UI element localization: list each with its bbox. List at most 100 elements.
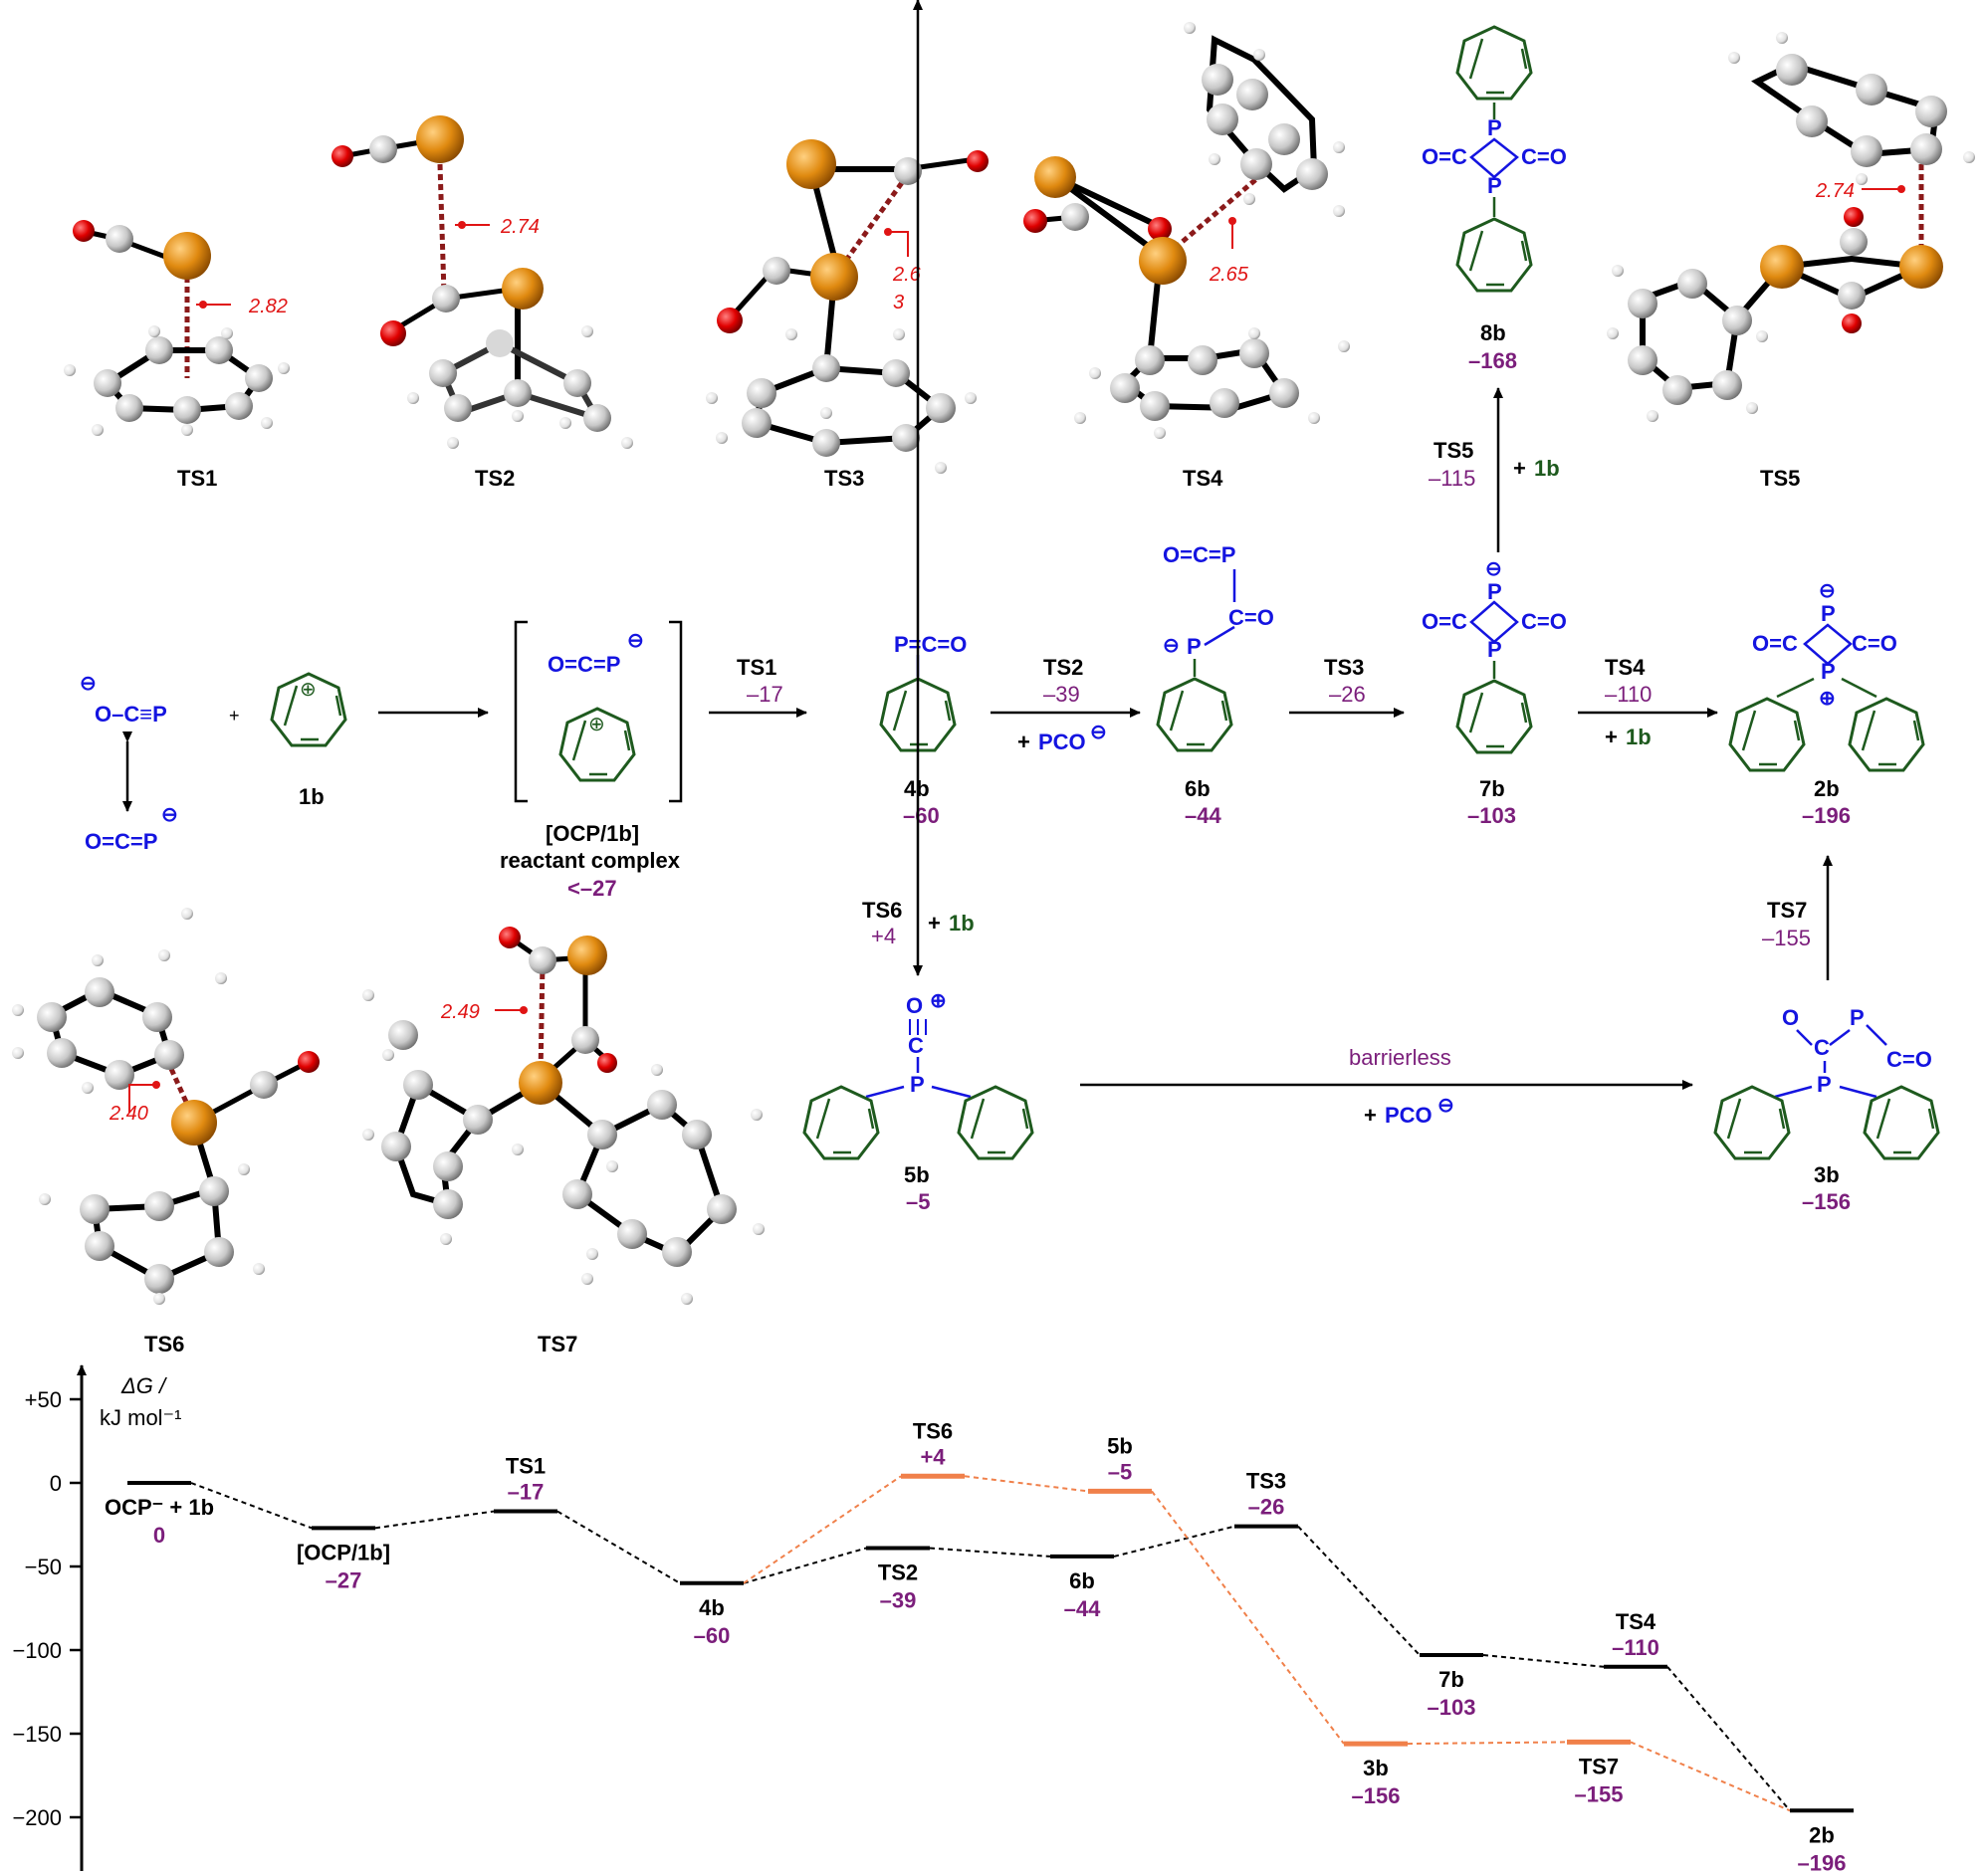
level-label-3b: 3b bbox=[1363, 1756, 1389, 1780]
compound-6b: O=C=P ⊖ P C=O bbox=[1156, 542, 1274, 752]
level-energy-ts6: +4 bbox=[920, 1444, 946, 1469]
profile-connector bbox=[374, 1510, 495, 1530]
arrow-ts5-energy: –115 bbox=[1429, 466, 1475, 491]
level-label-7b: 7b bbox=[1438, 1667, 1464, 1692]
arrow-ts7-energy: –155 bbox=[1762, 926, 1811, 950]
arrow-ts4-energy: –110 bbox=[1605, 682, 1652, 707]
label-3b: 3b bbox=[1814, 1162, 1840, 1187]
svg-text:⊕: ⊕ bbox=[300, 679, 317, 701]
6b-ocp: O=C=P bbox=[1163, 542, 1235, 567]
arrow-ts6-reagent: 1b bbox=[949, 911, 975, 936]
ts2-structure: 2.74 TS2 bbox=[331, 115, 633, 491]
ts5-distance: 2.74 bbox=[1815, 180, 1855, 202]
3b-p-top: P bbox=[1850, 1005, 1865, 1030]
y-axis-label-2: kJ mol⁻¹ bbox=[100, 1405, 182, 1430]
ts5-structure: 2.74 TS5 bbox=[1607, 32, 1975, 491]
7b-p-bottom: P bbox=[1487, 637, 1502, 662]
svg-text:⊖: ⊖ bbox=[1819, 580, 1836, 602]
7b-p-top: P bbox=[1487, 579, 1502, 604]
level-energy-7b: –103 bbox=[1428, 1695, 1476, 1720]
y-tick-label: −150 bbox=[12, 1722, 62, 1747]
profile-connector bbox=[743, 1547, 867, 1584]
ts4-label: TS4 bbox=[1183, 466, 1223, 491]
arrow-ts2-label: TS2 bbox=[1043, 655, 1083, 680]
ts6-distance: 2.40 bbox=[109, 1103, 148, 1125]
level-energy-ts1: –17 bbox=[508, 1480, 545, 1505]
level-energy-6b: –44 bbox=[1064, 1596, 1101, 1621]
arrow-ts6-energy: +4 bbox=[871, 924, 896, 948]
ocp-bottom-formula: O=C=P bbox=[85, 829, 157, 854]
svg-text:⊖: ⊖ bbox=[161, 804, 178, 826]
profile-connector bbox=[1151, 1490, 1345, 1745]
profile-connector bbox=[1630, 1741, 1791, 1812]
y-tick-label: −200 bbox=[12, 1805, 62, 1830]
ts6-structure: 2.40 TS6 bbox=[12, 908, 320, 1356]
arrow-ts2-reagent: PCO bbox=[1038, 730, 1086, 754]
label-1b: 1b bbox=[299, 784, 325, 809]
svg-text:⊖: ⊖ bbox=[1090, 722, 1107, 743]
level-label-ts4: TS4 bbox=[1616, 1609, 1656, 1634]
5b-c: C bbox=[908, 1033, 924, 1058]
barrierless-reagent: PCO bbox=[1385, 1103, 1433, 1128]
2b-p-top: P bbox=[1821, 601, 1836, 626]
profile-connector bbox=[1482, 1654, 1605, 1668]
6b-p: P bbox=[1187, 634, 1202, 659]
ts3-label: TS3 bbox=[824, 466, 864, 491]
level-energy-ocp1b: 0 bbox=[153, 1523, 165, 1548]
energy-profile: ΔG / kJ mol⁻¹ +500−50−100−150−200 OCP⁻ +… bbox=[12, 1364, 1854, 1875]
level-label-5b: 5b bbox=[1107, 1433, 1133, 1458]
arrow-ts4-reagent: 1b bbox=[1626, 725, 1652, 749]
ts7-struct-label: TS7 bbox=[538, 1332, 577, 1356]
ts3-structure: 2.6 3 TS3 bbox=[706, 139, 989, 491]
arrow-ts5-reagent: 1b bbox=[1534, 456, 1560, 481]
arrow-ts4-reagent-prefix: + bbox=[1605, 725, 1618, 749]
tropylium-1b: ⊕ bbox=[270, 672, 347, 747]
level-label-6b: 6b bbox=[1069, 1568, 1095, 1593]
y-tick-label: 0 bbox=[50, 1471, 62, 1496]
5b-o: O bbox=[906, 993, 923, 1018]
level-energy-complex: –27 bbox=[326, 1567, 362, 1592]
energy-levels: OCP⁻ + 1b0[OCP/1b]–27TS1–174b–60TS2–396b… bbox=[105, 1418, 1854, 1875]
barrierless-label: barrierless bbox=[1349, 1045, 1451, 1070]
3b-o: O bbox=[1782, 1005, 1799, 1030]
profile-connector bbox=[190, 1482, 313, 1530]
arrow-ts4-label: TS4 bbox=[1605, 655, 1646, 680]
2b-oc: O=C bbox=[1752, 631, 1798, 656]
label-2b: 2b bbox=[1814, 776, 1840, 801]
arrow-ts1-energy: –17 bbox=[747, 682, 783, 707]
arrow-ts5-reagent-prefix: + bbox=[1513, 456, 1526, 481]
level-energy-4b: –60 bbox=[694, 1623, 731, 1648]
arrow-ts3-energy: –26 bbox=[1329, 682, 1366, 707]
level-label-ts6: TS6 bbox=[913, 1418, 953, 1443]
profile-connector bbox=[1113, 1525, 1235, 1558]
compound-3b: O C P C=O P bbox=[1713, 1005, 1940, 1160]
arrow-ts3-label: TS3 bbox=[1324, 655, 1364, 680]
ts1-label: TS1 bbox=[177, 466, 217, 491]
y-tick-label: +50 bbox=[25, 1387, 62, 1412]
level-label-ts3: TS3 bbox=[1246, 1469, 1286, 1494]
level-connectors bbox=[190, 1475, 1791, 1812]
compound-4b: P=C=O bbox=[879, 632, 967, 752]
8b-oc: O=C bbox=[1422, 144, 1467, 169]
svg-text:⊖: ⊖ bbox=[80, 673, 97, 695]
energy-3b: –156 bbox=[1802, 1189, 1851, 1214]
profile-connector bbox=[1407, 1741, 1568, 1746]
label-7b: 7b bbox=[1479, 776, 1505, 801]
ts4-structure: 2.65 TS4 bbox=[1023, 22, 1350, 491]
svg-text:⊕: ⊕ bbox=[1819, 688, 1836, 710]
ts2-label: TS2 bbox=[475, 466, 515, 491]
ts1-distance: 2.82 bbox=[248, 296, 288, 317]
ts5-struct-label: TS5 bbox=[1760, 466, 1800, 491]
8b-co: C=O bbox=[1521, 144, 1567, 169]
level-energy-ts7: –155 bbox=[1575, 1781, 1624, 1806]
ts2-distance: 2.74 bbox=[500, 216, 540, 238]
energy-6b: –44 bbox=[1185, 803, 1221, 828]
level-label-4b: 4b bbox=[699, 1595, 725, 1620]
energy-5b: –5 bbox=[906, 1189, 930, 1214]
level-energy-5b: –5 bbox=[1108, 1459, 1132, 1484]
svg-text:⊕: ⊕ bbox=[930, 990, 947, 1012]
compound-8b: P O=C C=O P bbox=[1422, 25, 1567, 293]
7b-co: C=O bbox=[1521, 609, 1567, 634]
compound-2b: ⊖ P O=C C=O P ⊕ bbox=[1728, 580, 1925, 772]
